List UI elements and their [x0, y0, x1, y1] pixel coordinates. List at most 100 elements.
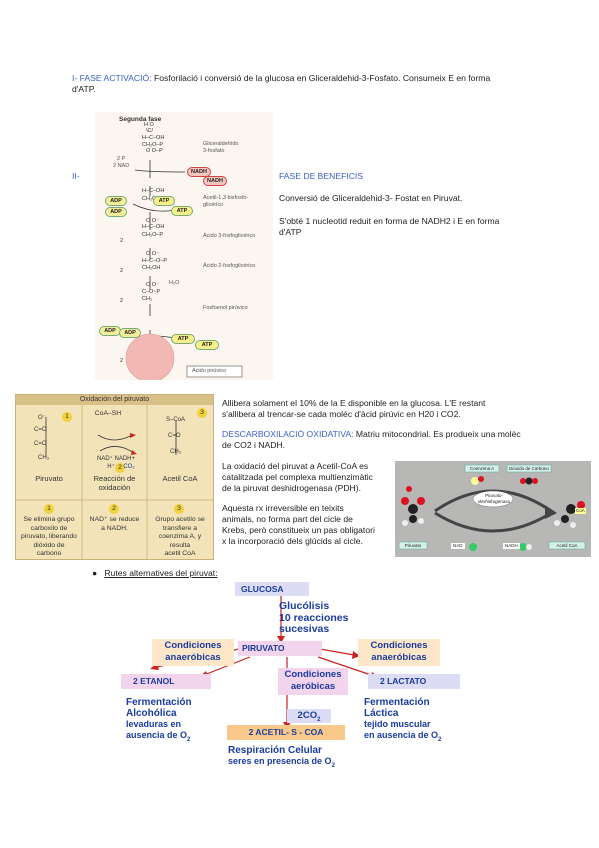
acetilcoa-label: Acetil CoA — [162, 474, 198, 483]
num-1: 1 — [47, 505, 51, 512]
phase2-heading: FASE DE BENEFICIS — [279, 171, 364, 181]
etanol-box: 2 ETANOL — [121, 674, 211, 689]
intro-paragraph: I- FASE ACTIVACIÓ: Fosforilació i conver… — [72, 73, 542, 95]
atp-pill-3: ATP — [171, 334, 195, 344]
resp-sub: 2 — [331, 763, 335, 769]
cond-anaerobic-left: Condiciones anaeróbicas — [152, 639, 234, 666]
ferm-lac-l4: en ausencia de O — [364, 730, 439, 740]
co2-sub: 2 — [317, 716, 321, 723]
pdh-paragraph: La oxidació del piruvat a Acetil-CoA es … — [222, 461, 392, 494]
svg-text:2: 2 — [120, 268, 123, 274]
desc1-l1: Se elimina grupo — [23, 516, 75, 523]
oxidation-p1-l2: s'allibera al trencar-se cada moléc d'àc… — [222, 409, 461, 419]
ferm-alc-l2: Alcohólica — [126, 708, 177, 719]
glyc-label-g3p2: 3-fosfato — [203, 148, 225, 154]
glycolysis-diagram: H O \C/ H–C–OH CH₂O–P O O–P H–C–OH CH₂O–… — [120, 122, 243, 380]
svg-text:CH₂OH: CH₂OH — [142, 265, 160, 271]
desc-1: Se elimina grupo carboxilo de piruvato, … — [17, 516, 81, 559]
cond-mid-l2: aeróbicas — [290, 681, 336, 692]
svg-text:CH₃: CH₃ — [170, 449, 182, 455]
decarboxilation-heading: DESCARBOXILACIÓ OXIDATIVA: — [222, 429, 354, 439]
glucolisis-l2: 10 reacciones — [279, 611, 349, 624]
coash-label: CoA–SH — [94, 410, 122, 417]
glyc-label-pep: Fosfoenol pirúvico — [203, 305, 248, 311]
svg-text:C=O: C=O — [168, 433, 181, 439]
pdh-nad-label: NAD — [451, 543, 465, 549]
svg-text:C–O~P: C–O~P — [142, 289, 161, 295]
cond-mid-l1: Condiciones — [284, 669, 342, 680]
glycolysis-figure: Segunda fase H O \C/ H–C–OH CH₂O–P O O–P… — [95, 112, 273, 380]
deco-l2: de CO2 i NADH. — [222, 440, 286, 450]
glucolisis-label: Glucólisis 10 reacciones sucesivas — [279, 600, 349, 636]
cond-right-l2: anaeróbicas — [371, 652, 427, 663]
reaction-label-l1: Reacción de — [93, 474, 136, 483]
ferm-lac-sub: 2 — [438, 737, 442, 743]
decarboxilation-paragraph: DESCARBOXILACIÓ OXIDATIVA: Matriu mitoco… — [222, 429, 592, 451]
glyc-label-g3p: Gliceraldehído — [203, 141, 239, 147]
piruvato-label: Piruvato — [35, 474, 63, 483]
lactato-box: 2 LACTATO — [368, 674, 460, 689]
co2-label: CO₂ — [123, 464, 135, 470]
svg-text:CH₂: CH₂ — [142, 296, 152, 302]
desc2-l1: NAD⁺ se reduce — [89, 516, 140, 523]
glyc-label-2p: 2 P — [117, 156, 126, 162]
cond-anaerobic-right: Condiciones anaeróbicas — [358, 639, 440, 666]
glyc-label-3pg: Ácido 3-fosfoglicérico — [203, 233, 256, 239]
num-2-top: 2 — [118, 464, 122, 471]
cond-left-l1: Condiciones — [164, 640, 222, 651]
svg-text:O O⁻: O O⁻ — [146, 282, 159, 288]
irr-l1: Aquesta rx irreversible en teixits — [222, 503, 344, 513]
pdh-co2-label: Dióxido de Carbono — [509, 466, 549, 471]
svg-text:C=O: C=O — [34, 427, 47, 433]
bullet-dot: ● — [92, 568, 98, 578]
pdh-l3: de la piruvat deshidrogenasa (PDH). — [222, 483, 362, 493]
desc3-l1: Grupo acetilo se — [155, 516, 205, 523]
pdh-nadh-label: NADH — [503, 543, 520, 549]
irr-l2: animals, no forma part del cicle de — [222, 514, 353, 524]
desc1-l5: carbono — [36, 550, 62, 557]
atp-pill-1: ATP — [153, 196, 175, 206]
ferm-alc-sub: 2 — [187, 737, 191, 743]
reaction-label-l2: oxidación — [98, 482, 131, 492]
pdh-l2: catalitzada pel complexa multienzimàtic — [222, 472, 373, 482]
svg-text:S–CoA: S–CoA — [166, 417, 185, 423]
svg-text:O⁻: O⁻ — [38, 415, 46, 421]
glyc-label-bpg: Acetil-1,3 bisfosfo- — [203, 195, 249, 201]
irr-l4: x la incorporació dels glúcids al cicle. — [222, 536, 363, 546]
desc1-l3: piruvato, liberando — [21, 533, 77, 540]
desc1-l2: carboxilo de — [30, 524, 68, 532]
svg-text:O O⁻: O O⁻ — [146, 251, 159, 257]
adp-pill-3: ADP — [99, 326, 121, 336]
glyc-label-2nad: 2 NAD — [113, 163, 130, 169]
nadh-pill-2: NADH — [203, 176, 227, 186]
adp-pill-4: ADP — [119, 328, 141, 338]
fermentacion-lactica: Fermentación Láctica tejido muscular en … — [364, 697, 441, 746]
phase2-p2-l1: S'obté 1 nucleotid reduit en forma de NA… — [279, 216, 500, 226]
svg-text:CH₂O–P: CH₂O–P — [142, 196, 163, 202]
pdh-diagram — [398, 464, 586, 551]
resp-l1: Respiración Celular — [228, 745, 322, 756]
irr-l3: Krebs, però constitueix un pas obligator… — [222, 525, 375, 535]
intro-heading: I- FASE ACTIVACIÓ: — [72, 73, 152, 83]
pdh-acetylcoa-label: Acetil CoA — [556, 543, 578, 548]
reaction-label: Reacción de oxidación — [82, 474, 147, 492]
num-3: 3 — [177, 505, 181, 512]
nadh-pill-1: NADH — [187, 167, 211, 177]
atp-pill-4: ATP — [195, 340, 219, 350]
respiracion-celular: Respiración Celular seres en presencia d… — [228, 745, 335, 772]
pdh-coa-label: Coenzima A — [469, 466, 495, 471]
glycolysis-title: Segunda fase — [119, 116, 162, 123]
svg-text:2: 2 — [120, 238, 123, 244]
svg-text:H O: H O — [144, 122, 155, 128]
co2-label: 2CO — [297, 710, 318, 721]
pdh-coa-tag: CoA — [575, 508, 586, 514]
num-3-top: 3 — [200, 409, 204, 416]
svg-text:C=O: C=O — [34, 441, 47, 447]
pdh-figure: Coenzima A Dióxido de Carbono Piruvato-d… — [395, 461, 591, 557]
phase2-p2-l2: d'ATP — [279, 227, 302, 237]
glyc-label-h2o: H₂O — [169, 280, 180, 286]
desc1-l4: dióxido de — [33, 541, 65, 549]
irreversible-paragraph: Aquesta rx irreversible en teixits anima… — [222, 503, 394, 547]
oxidation-p1: Allibera solament el 10% de la E disponi… — [222, 398, 592, 420]
